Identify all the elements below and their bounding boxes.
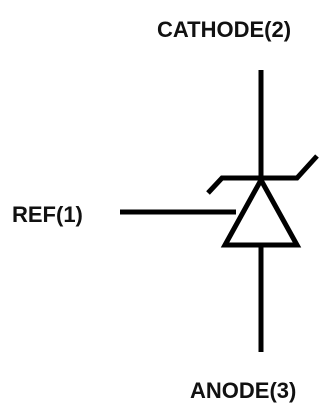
diode-triangle bbox=[220, 174, 302, 248]
anode-label: ANODE(3) bbox=[190, 378, 296, 403]
ref-label: REF(1) bbox=[12, 202, 83, 227]
cathode-label: CATHODE(2) bbox=[157, 17, 291, 42]
